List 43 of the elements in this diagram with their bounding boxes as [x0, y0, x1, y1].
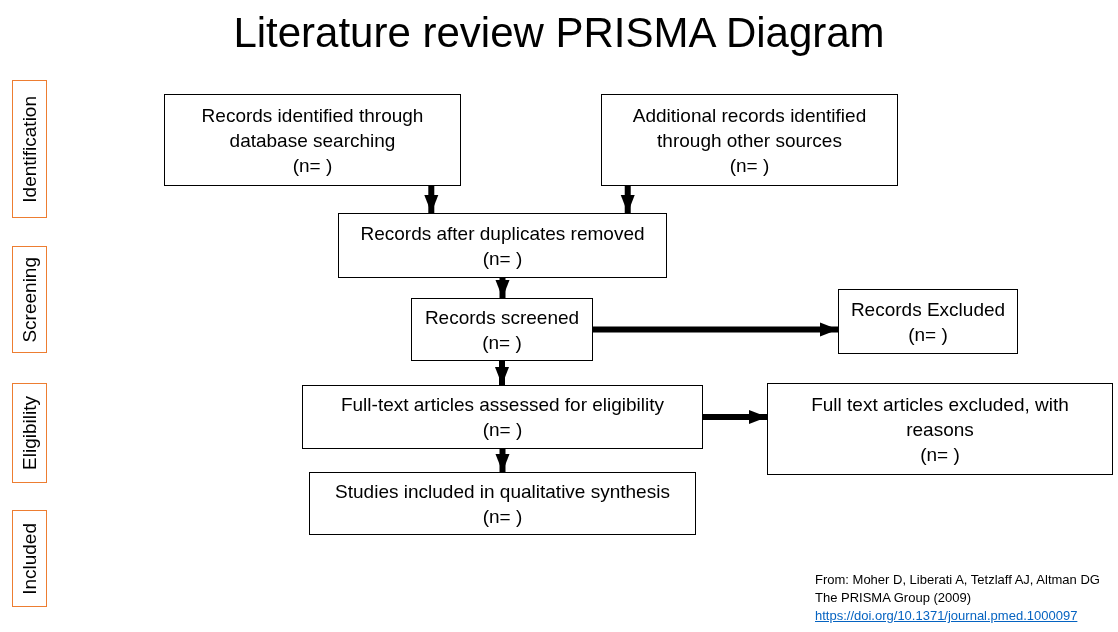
stage-label: Identification	[18, 95, 41, 203]
box-text: Studies included in qualitative synthesis	[335, 479, 670, 504]
arrow	[620, 186, 635, 213]
diagram-title: Literature review PRISMA Diagram	[232, 8, 886, 58]
process-box	[164, 94, 461, 186]
count-text: (n= )	[292, 153, 333, 178]
count-text: (n= )	[482, 246, 523, 271]
count-text: (n= )	[482, 330, 522, 355]
box-text: Records identified through database searching	[200, 103, 425, 153]
stage-label: Included	[18, 522, 41, 595]
stage-box	[12, 383, 47, 483]
arrow	[495, 449, 510, 472]
process-box	[838, 289, 1018, 354]
citation-text: From: Moher D, Liberati A, Tetzlaff AJ, Altman DG	[815, 571, 1100, 589]
box-text: Records Excluded	[850, 297, 1006, 322]
count-text: (n= )	[482, 504, 523, 529]
box-text: Full text articles excluded, with reasons	[810, 392, 1070, 442]
box-text: Full-text articles assessed for eligibility	[340, 393, 665, 417]
count-text: (n= )	[729, 153, 770, 178]
process-box	[302, 385, 703, 449]
process-box	[767, 383, 1113, 475]
arrow	[703, 410, 767, 424]
arrow	[495, 278, 510, 298]
count-text: (n= )	[920, 442, 960, 467]
stage-box	[12, 246, 47, 353]
process-box	[338, 213, 667, 278]
count-text: (n= )	[908, 322, 948, 347]
process-box	[601, 94, 898, 186]
arrow	[424, 186, 439, 213]
arrow	[593, 322, 838, 337]
count-text: (n= )	[482, 418, 523, 442]
stage-box	[12, 80, 47, 218]
arrow	[495, 361, 509, 385]
box-text: Records screened	[424, 305, 580, 330]
stage-label: Screening	[18, 256, 41, 343]
stage-label: Eligibility	[18, 396, 41, 470]
process-box	[411, 298, 593, 361]
box-text: Records after duplicates removed	[360, 221, 645, 246]
box-text: Additional records identified through other sources	[631, 103, 868, 153]
process-box	[309, 472, 696, 535]
citation-link: https://doi.org/10.1371/journal.pmed.1000097	[815, 608, 1078, 623]
stage-box	[12, 510, 47, 607]
citation-text: The PRISMA Group (2009)	[815, 589, 972, 607]
